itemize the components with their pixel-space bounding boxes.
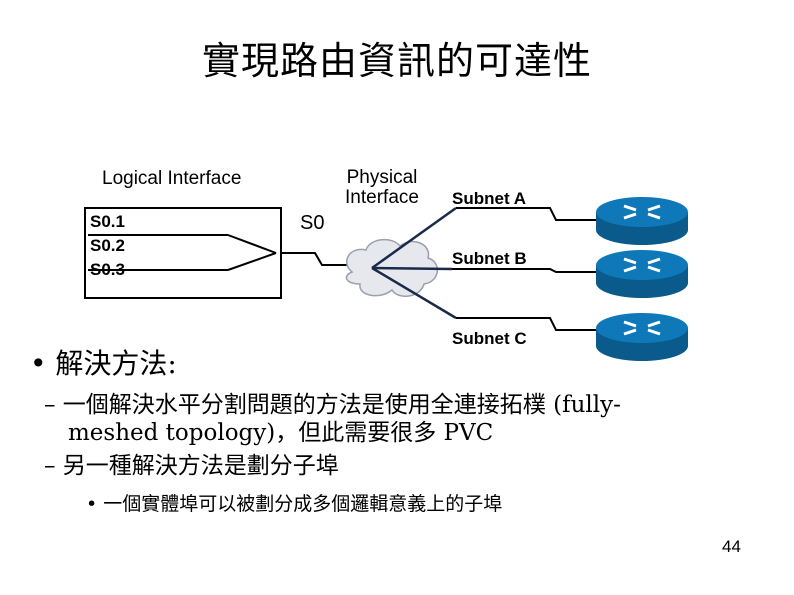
physical-port-label: S0 [300,212,325,234]
router-a-icon [596,197,688,245]
logical-interface-label: Logical Interface [102,168,242,189]
subnet-c-label: Subnet C [452,329,527,348]
bullet-sub-1-line1: – 一個解決水平分割問題的方法是使用全連接拓樸 (fully- [44,392,621,418]
subnet-a-label: Subnet A [452,189,526,208]
physical-label-line1: Physical [346,167,418,188]
pvc-lines [371,206,457,320]
logical-interface-box [84,207,282,299]
bullet-solution-heading: • 解決方法: [30,347,177,380]
subinterface-item: S0.1 [90,212,125,231]
physical-interface-label: Physical Interface [330,168,434,208]
router-c-icon [596,313,688,361]
router-links [452,207,596,331]
slide-title: 實現路由資訊的可達性 [201,39,592,83]
bullet-sub-1-line2: meshed topology)，但此需要很多 PVC [68,420,494,446]
physical-label-line2: Interface [345,187,419,208]
subinterface-arrows [88,234,277,271]
page-number: 44 [722,537,741,556]
serial-link [282,252,360,266]
bullet-subsub-1: • 一個實體埠可以被劃分成多個邏輯意義上的子埠 [86,493,503,515]
subinterface-item: S0.2 [90,236,125,255]
subnet-b-label: Subnet B [452,249,527,268]
bullet-sub-2: – 另一種解決方法是劃分子埠 [44,453,339,479]
router-b-icon [596,250,688,298]
subinterface-item: S0.3 [90,260,125,279]
subinterface-list: S0.1 S0.2 S0.3 [90,210,125,282]
